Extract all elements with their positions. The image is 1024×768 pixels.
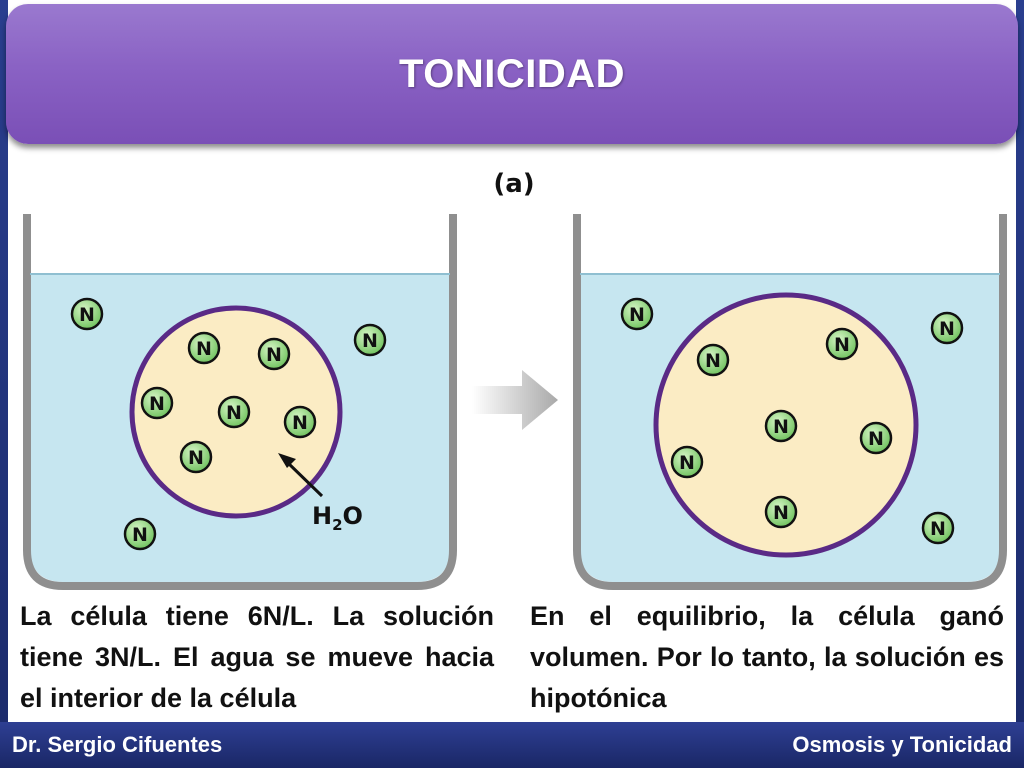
solute-particle: N <box>70 297 104 331</box>
solute-label: N <box>629 304 645 326</box>
solute-label: N <box>773 502 789 524</box>
solute-particle: N <box>921 511 955 545</box>
solute-particle: N <box>283 405 317 439</box>
water-label: H2O <box>312 502 363 534</box>
solute-particle: N <box>764 495 798 529</box>
frame-right <box>1016 0 1024 768</box>
beaker-right-wall <box>573 214 1007 590</box>
solute-label: N <box>834 334 850 356</box>
solute-label: N <box>149 393 165 415</box>
solute-particle: N <box>123 517 157 551</box>
water-influx-arrow <box>278 453 324 498</box>
solute-label: N <box>679 452 695 474</box>
solute-label: N <box>930 518 946 540</box>
solute-particle: N <box>764 409 798 443</box>
caption-left: La célula tiene 6N/L. La solución tiene … <box>20 596 494 720</box>
caption-right: En el equilibrio, la célula ganó volumen… <box>530 596 1004 720</box>
solute-label: N <box>705 350 721 372</box>
solute-particle: N <box>353 323 387 357</box>
panel-label: (a) <box>493 169 534 199</box>
solute-label: N <box>196 338 212 360</box>
solute-particles: N N N N N N N N N N N N N N N N N N <box>70 297 964 551</box>
solute-particle: N <box>140 386 174 420</box>
footer-bar: Dr. Sergio Cifuentes Osmosis y Tonicidad <box>0 722 1024 768</box>
footer-author: Dr. Sergio Cifuentes <box>12 732 223 757</box>
solute-particle: N <box>930 311 964 345</box>
process-arrow <box>472 370 558 430</box>
solute-particle: N <box>825 327 859 361</box>
svg-text:H2O: H2O <box>312 502 363 534</box>
page-title: TONICIDAD <box>399 51 625 96</box>
solute-label: N <box>292 412 308 434</box>
solute-label: N <box>868 428 884 450</box>
solute-label: N <box>362 330 378 352</box>
solute-label: N <box>939 318 955 340</box>
solute-particle: N <box>257 337 291 371</box>
diagram-svg: (a) H2O N N N N N N N N N N N N N N N N N N <box>23 169 1007 590</box>
footer-topic: Osmosis y Tonicidad <box>792 732 1012 757</box>
osmosis-diagram: (a) H2O N N N N N N N N N N N N N N N N N N <box>0 150 1024 600</box>
solute-label: N <box>132 524 148 546</box>
solute-particle: N <box>696 343 730 377</box>
solute-label: N <box>79 304 95 326</box>
solute-label: N <box>266 344 282 366</box>
solute-label: N <box>226 402 242 424</box>
solute-particle: N <box>179 440 213 474</box>
solute-label: N <box>773 416 789 438</box>
title-bar: TONICIDAD <box>6 4 1018 144</box>
solute-particle: N <box>670 445 704 479</box>
solute-label: N <box>188 447 204 469</box>
solute-particle: N <box>217 395 251 429</box>
beaker-left-wall <box>23 214 457 590</box>
solute-particle: N <box>620 297 654 331</box>
solute-particle: N <box>187 331 221 365</box>
solute-particle: N <box>859 421 893 455</box>
frame-left <box>0 0 8 768</box>
